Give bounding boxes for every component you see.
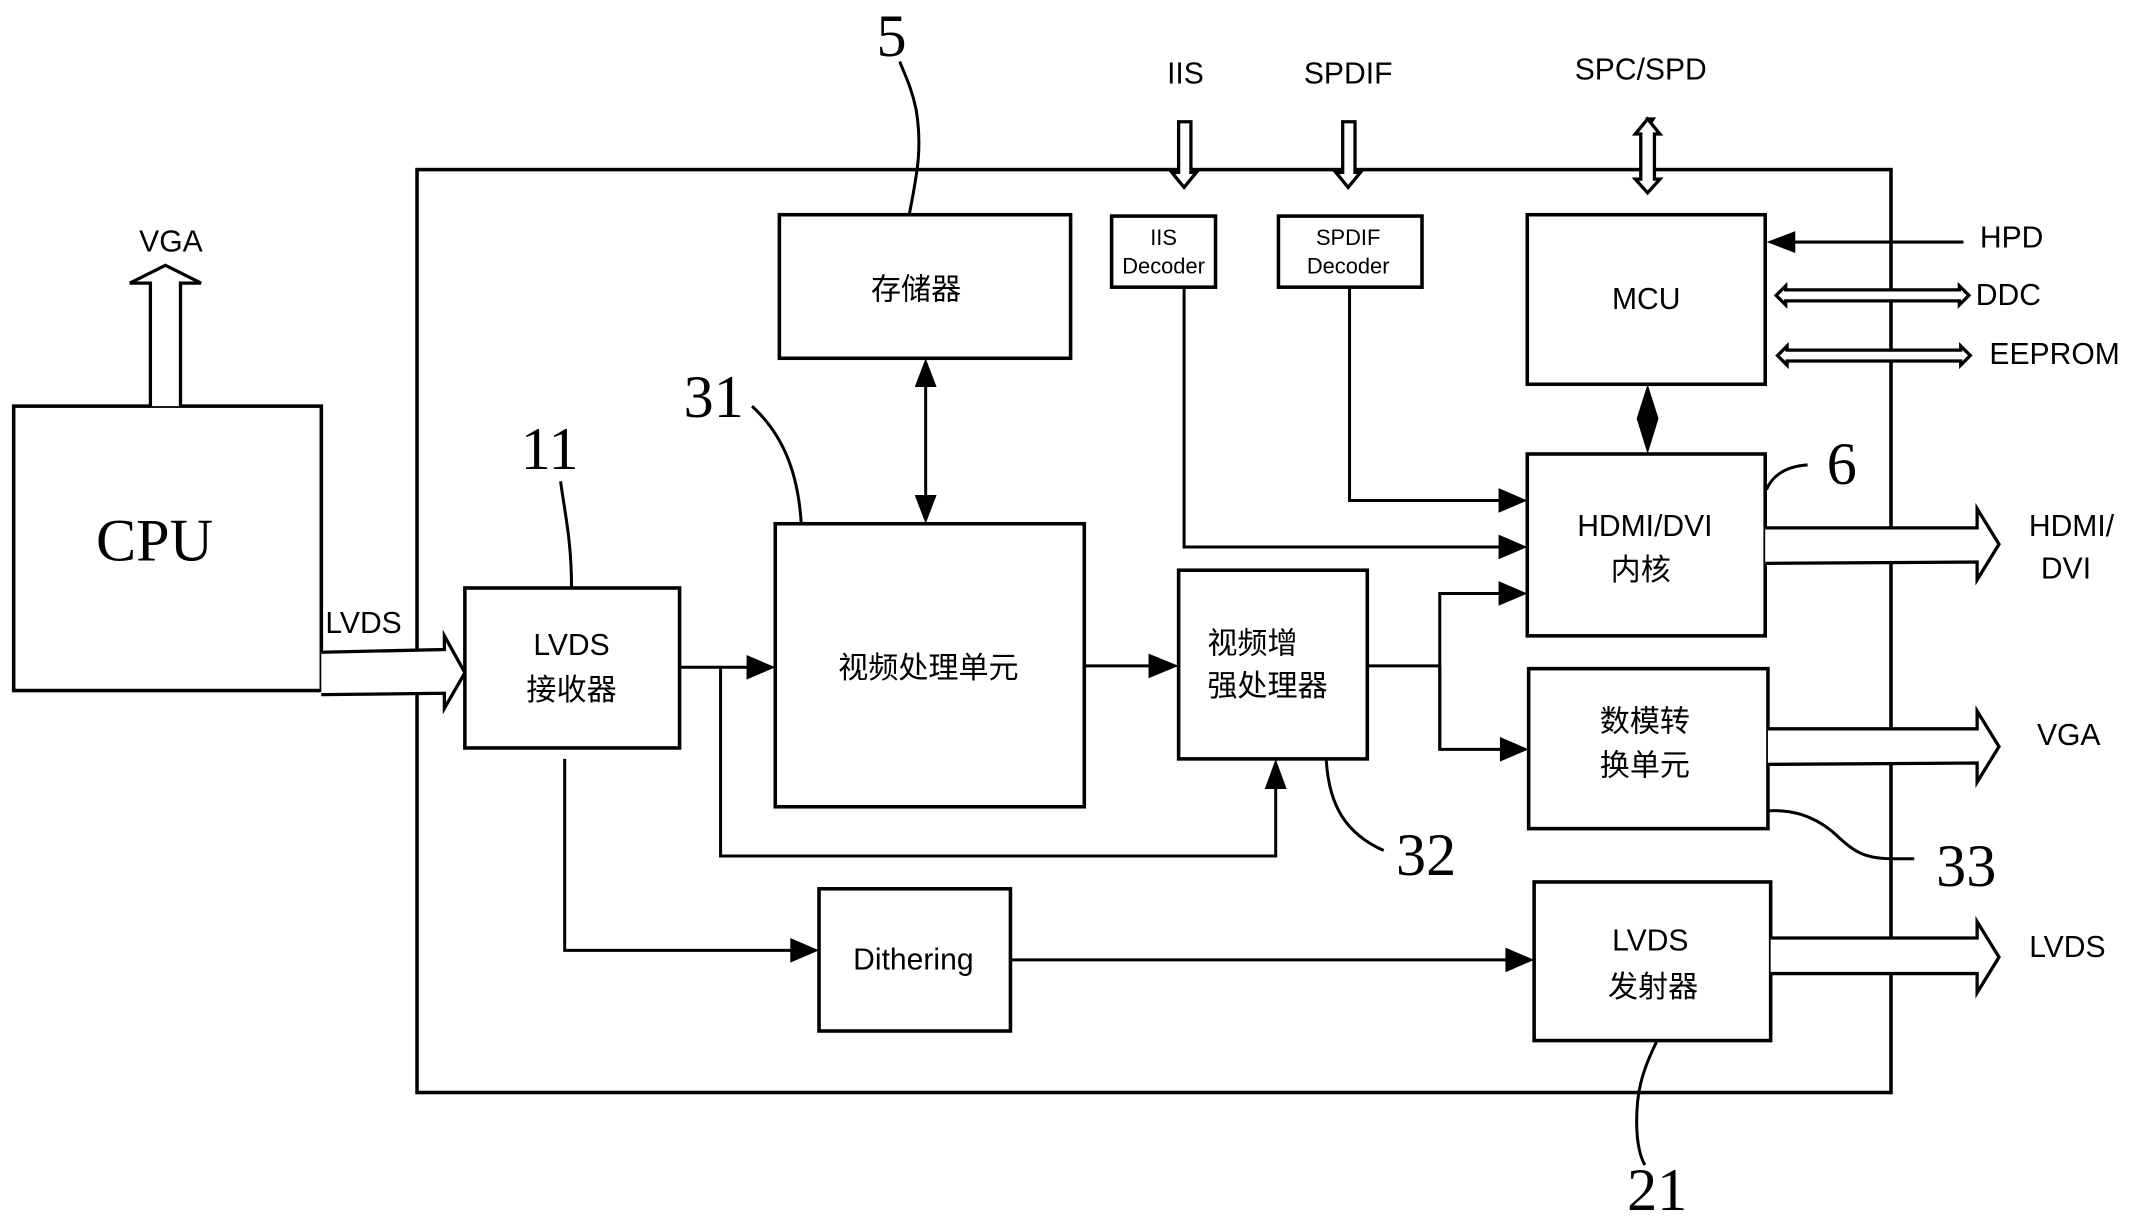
iis-input-arrow — [1168, 120, 1200, 190]
ref-11: 11 — [521, 416, 579, 483]
cpu-lvds-arrow — [321, 629, 467, 715]
mcu-block: MCU — [1525, 212, 1767, 387]
iis-to-hdmi-arrowhead — [1498, 534, 1528, 560]
memory-arrowhead — [914, 358, 937, 387]
dithering-to-tx-arrowhead — [1505, 947, 1535, 973]
eeprom-label: EEPROM — [1989, 338, 2119, 371]
cpu-vga-arrow — [129, 263, 202, 407]
ref-32: 32 — [1396, 822, 1456, 889]
cpu-block: CPU — [11, 404, 324, 693]
bypass-wire — [719, 667, 1278, 858]
vga-out-label: VGA — [2037, 719, 2101, 752]
hdmi-dvi-core-block: HDMI/DVI 内核 — [1525, 452, 1767, 638]
hdmi-dvi-core-line2: 内核 — [1611, 553, 1671, 588]
memory-block: 存储器 — [777, 212, 1073, 361]
dac-unit-line1: 数模转 — [1600, 705, 1690, 740]
iis-decoder-line2: Decoder — [1122, 254, 1205, 279]
leader-33 — [1767, 809, 1915, 861]
iis-decoder-block: IIS Decoder — [1109, 214, 1218, 289]
vga-out-arrow — [1767, 705, 2001, 788]
video-processing-unit-label: 视频处理单元 — [838, 651, 1018, 686]
spdif-decoder-line2: Decoder — [1307, 254, 1390, 279]
enhancer-to-dac-wire — [1438, 665, 1502, 751]
dac-unit-line2: 换单元 — [1600, 748, 1690, 783]
iis-input-label: IIS — [1167, 57, 1204, 90]
hdmi-dvi-out-line2: DVI — [2041, 552, 2091, 585]
lvds-out-label: LVDS — [2029, 931, 2105, 964]
lvds-receiver-line2: 接收器 — [526, 673, 616, 708]
eeprom-bidir-arrow — [1775, 342, 1973, 370]
leader-31 — [751, 405, 803, 524]
dac-unit-block: 数模转 换单元 — [1526, 666, 1770, 831]
spdif-decoder-block: SPDIF Decoder — [1276, 214, 1424, 289]
hdmi-dvi-out-line1: HDMI/ — [2029, 510, 2115, 543]
enhancer-to-hdmi-wire — [1438, 591, 1502, 750]
iis-to-hdmi-wire — [1182, 287, 1502, 549]
dithering-label: Dithering — [853, 943, 973, 976]
spdif-to-hdmi-arrowhead — [1498, 488, 1528, 513]
rx-to-dithering-wire — [563, 758, 794, 952]
mcu-hdmi-bidir-arrowhead — [1636, 384, 1659, 454]
hdmi-dvi-out-arrow — [1765, 502, 2001, 586]
cpu-lvds-label: LVDS — [325, 607, 401, 640]
bypass-arrowhead — [1264, 758, 1287, 789]
cpu-vga-label: VGA — [139, 226, 203, 259]
video-enhance-processor-line1: 视频增 — [1207, 627, 1297, 662]
lvds-receiver-line1: LVDS — [533, 629, 609, 662]
lvds-transmitter-line1: LVDS — [1612, 924, 1688, 957]
rx-to-vpu-arrowhead — [746, 654, 776, 680]
system-boundary — [415, 167, 1893, 1095]
spdif-input-label: SPDIF — [1304, 57, 1393, 90]
spc-spd-bidir-arrow — [1631, 116, 1664, 196]
hdmi-dvi-core-line1: HDMI/DVI — [1577, 510, 1712, 543]
video-processing-unit-block: 视频处理单元 — [773, 521, 1087, 809]
lvds-transmitter-block: LVDS 发射器 — [1532, 880, 1773, 1043]
vpu-arrowhead — [914, 495, 937, 524]
memory-label: 存储器 — [871, 272, 961, 307]
spdif-decoder-line1: SPDIF — [1316, 225, 1380, 250]
ref-5: 5 — [876, 3, 906, 70]
ddc-bidir-arrow — [1773, 281, 1972, 309]
leader-32 — [1324, 760, 1385, 852]
video-enhance-processor-line2: 强处理器 — [1207, 669, 1327, 704]
lvds-out-arrow — [1770, 915, 2001, 999]
enhancer-to-hdmi-arrowhead — [1498, 581, 1528, 606]
lvds-transmitter-line2: 发射器 — [1608, 970, 1698, 1005]
hpd-label: HPD — [1980, 222, 2044, 255]
ddc-label: DDC — [1976, 279, 2041, 312]
ref-31: 31 — [684, 364, 744, 431]
iis-decoder-line1: IIS — [1150, 225, 1177, 250]
spc-spd-label: SPC/SPD — [1575, 53, 1707, 86]
cpu-label: CPU — [96, 508, 213, 575]
vpu-to-enhancer-arrowhead — [1148, 653, 1179, 679]
dithering-block: Dithering — [817, 887, 1013, 1033]
rx-to-dithering-arrowhead — [790, 938, 820, 963]
mcu-label: MCU — [1612, 283, 1681, 316]
hpd-arrowhead — [1766, 231, 1796, 253]
spdif-input-arrow — [1332, 120, 1364, 190]
leader-21 — [1635, 1039, 1659, 1166]
ref-6: 6 — [1827, 431, 1857, 498]
ref-33: 33 — [1936, 833, 1996, 900]
video-enhance-processor-block: 视频增 强处理器 — [1176, 568, 1370, 761]
enhancer-to-dac-arrowhead — [1499, 737, 1529, 762]
leader-5 — [898, 61, 921, 215]
spdif-to-hdmi-wire — [1348, 287, 1502, 502]
leader-6 — [1765, 463, 1808, 491]
lvds-receiver-block: LVDS 接收器 — [463, 586, 682, 750]
leader-11 — [559, 481, 574, 588]
ref-21: 21 — [1627, 1157, 1687, 1217]
